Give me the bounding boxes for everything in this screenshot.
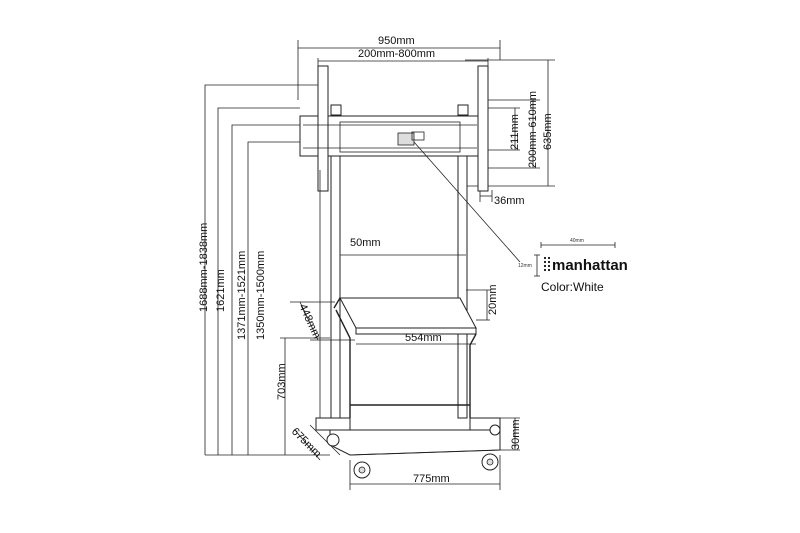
base-frame xyxy=(294,404,520,490)
logo-leader-line xyxy=(413,141,521,263)
label-height-fixed: 1621mm xyxy=(215,269,227,312)
casters xyxy=(326,424,501,479)
brand-name: manhattan xyxy=(552,257,628,274)
height-reference-lines xyxy=(204,84,330,456)
right-height-dimensions xyxy=(465,59,555,202)
brand-logo-block: 40mm 12mm manhattan xyxy=(518,238,628,277)
label-mount-height: 635mm xyxy=(542,113,554,150)
label-height-range-3: 1350mm-1500mm xyxy=(255,251,267,340)
label-width-total: 950mm xyxy=(378,35,415,47)
shelf xyxy=(290,289,490,418)
manhattan-logo-icon xyxy=(543,256,551,272)
color-label: Color:White xyxy=(541,280,604,294)
vesa-bracket xyxy=(299,65,489,192)
label-shelf-length: 448mm xyxy=(296,302,322,340)
vertical-poles xyxy=(319,155,468,419)
label-pole-width: 50mm xyxy=(350,237,381,249)
label-vesa-height: 200mm-610mm xyxy=(527,91,539,168)
logo-width-label: 40mm xyxy=(570,238,584,244)
label-mount-depth: 36mm xyxy=(494,195,525,207)
label-vesa-width: 200mm-800mm xyxy=(358,48,435,60)
logo-height-label: 12mm xyxy=(518,263,532,269)
label-shelf-height: 703mm xyxy=(276,363,288,400)
label-base-height: 30mm xyxy=(510,419,522,450)
label-bracket-height: 211mm xyxy=(509,114,521,150)
label-base-width: 775mm xyxy=(413,473,450,485)
label-height-total: 1688mm-1838mm xyxy=(198,223,210,312)
label-shelf-width: 554mm xyxy=(405,332,442,344)
label-height-range-2: 1371mm-1521mm xyxy=(236,251,248,340)
label-shelf-depth: 20mm xyxy=(487,284,499,315)
